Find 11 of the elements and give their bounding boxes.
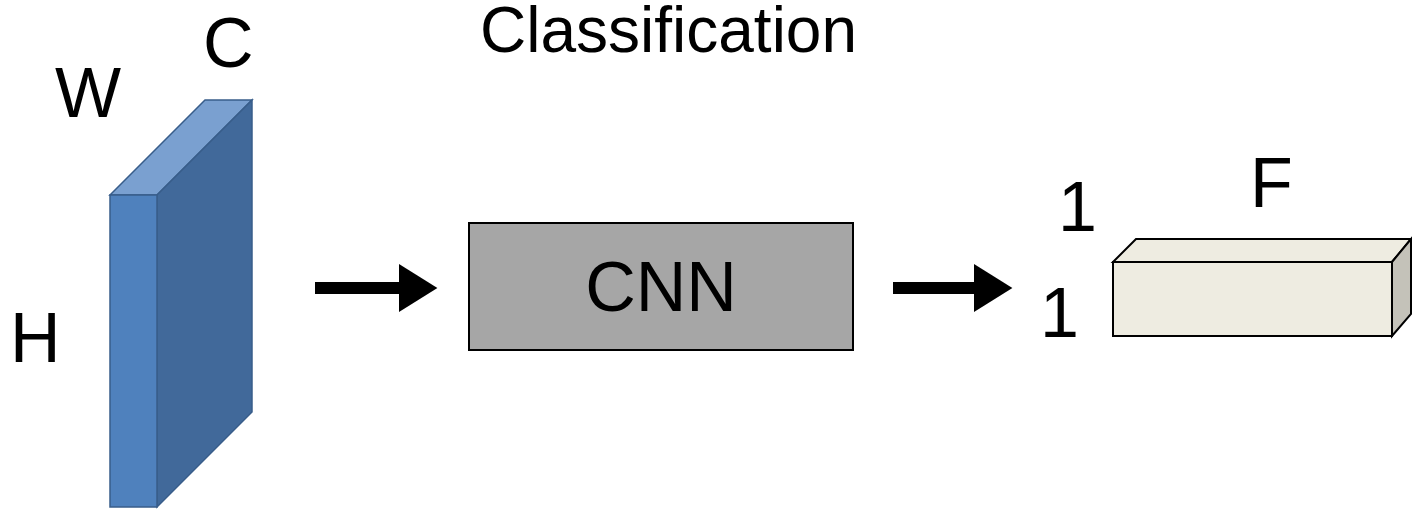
dimension-label: C (203, 8, 254, 78)
arrow (893, 264, 1013, 312)
dimension-label: 1 (1058, 172, 1097, 242)
feature-vector-block-drawing (1112, 237, 1412, 337)
arrow (315, 264, 438, 312)
dimension-label: W (55, 58, 122, 128)
dimension-label: F (1250, 148, 1293, 218)
title: Classification (480, 0, 858, 62)
dimension-label: H (10, 303, 61, 373)
process-box: CNN (468, 222, 854, 351)
dimension-label: 1 (1040, 278, 1079, 348)
